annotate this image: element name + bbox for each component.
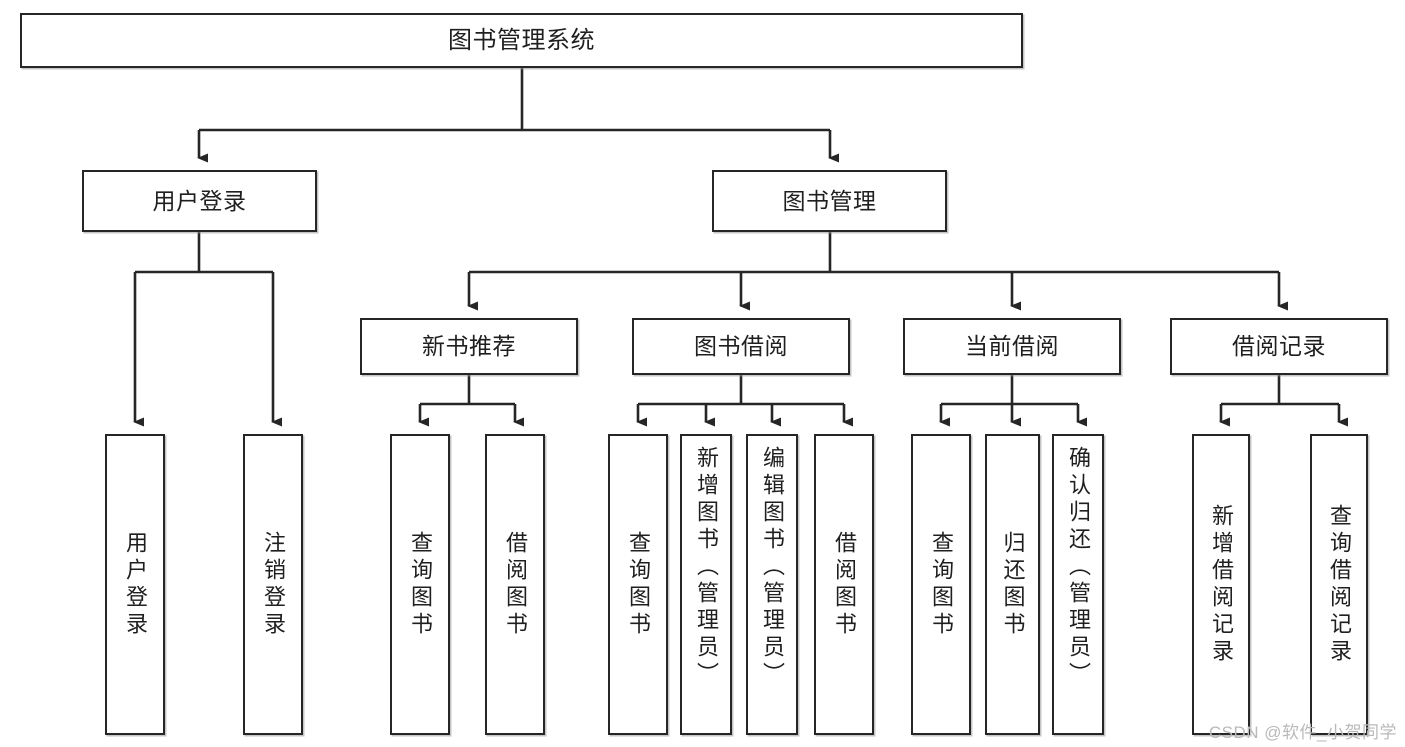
node-leaf-return-book[interactable]: 归还图书 [985, 434, 1040, 735]
node-current-borrow[interactable]: 当前借阅 [903, 318, 1121, 375]
node-leaf-edit-book-admin[interactable]: 编辑图书（管理员） [746, 434, 798, 735]
node-leaf-borrow-book-1[interactable]: 借阅图书 [485, 434, 545, 735]
node-leaf-query-book-2-label: 查询图书 [626, 530, 651, 639]
node-leaf-edit-book-admin-label: 编辑图书（管理员） [760, 446, 785, 689]
node-leaf-add-borrow-record[interactable]: 新增借阅记录 [1192, 434, 1250, 735]
node-new-book-recommend-label: 新书推荐 [422, 333, 516, 360]
node-leaf-add-book-admin[interactable]: 新增图书（管理员） [680, 434, 732, 735]
node-leaf-query-book-3-label: 查询图书 [929, 530, 954, 639]
node-book-manage-label: 图书管理 [782, 187, 877, 214]
node-current-borrow-label: 当前借阅 [965, 333, 1059, 360]
node-user-login[interactable]: 用户登录 [82, 170, 317, 232]
node-leaf-user-login-label: 用户登录 [123, 530, 148, 639]
node-leaf-borrow-book-1-label: 借阅图书 [503, 530, 528, 639]
node-leaf-query-borrow-record[interactable]: 查询借阅记录 [1310, 434, 1368, 735]
node-book-manage[interactable]: 图书管理 [712, 170, 947, 232]
node-borrow-record-label: 借阅记录 [1232, 333, 1326, 360]
node-leaf-borrow-book-2[interactable]: 借阅图书 [814, 434, 874, 735]
node-leaf-user-login[interactable]: 用户登录 [105, 434, 165, 735]
node-leaf-query-book-3[interactable]: 查询图书 [911, 434, 971, 735]
node-leaf-confirm-return-admin-label: 确认归还（管理员） [1066, 446, 1091, 689]
node-leaf-user-logout[interactable]: 注销登录 [243, 434, 303, 735]
node-borrow-record[interactable]: 借阅记录 [1170, 318, 1388, 375]
node-leaf-query-book-1-label: 查询图书 [408, 530, 433, 639]
node-book-borrow-label: 图书借阅 [694, 333, 788, 360]
node-user-login-label: 用户登录 [152, 187, 247, 214]
node-leaf-query-book-2[interactable]: 查询图书 [608, 434, 668, 735]
node-leaf-add-borrow-record-label: 新增借阅记录 [1209, 503, 1234, 666]
node-leaf-user-logout-label: 注销登录 [261, 530, 286, 639]
node-leaf-return-book-label: 归还图书 [1000, 530, 1026, 639]
node-root-label: 图书管理系统 [448, 26, 595, 54]
node-leaf-query-book-1[interactable]: 查询图书 [390, 434, 450, 735]
node-leaf-add-book-admin-label: 新增图书（管理员） [694, 446, 719, 689]
node-leaf-confirm-return-admin[interactable]: 确认归还（管理员） [1052, 434, 1104, 735]
node-leaf-borrow-book-2-label: 借阅图书 [832, 530, 857, 639]
node-leaf-query-borrow-record-label: 查询借阅记录 [1327, 503, 1352, 666]
node-new-book-recommend[interactable]: 新书推荐 [360, 318, 578, 375]
node-root[interactable]: 图书管理系统 [20, 13, 1023, 68]
node-book-borrow[interactable]: 图书借阅 [632, 318, 850, 375]
csdn-watermark: CSDN @软件_小贺同学 [1208, 723, 1397, 742]
